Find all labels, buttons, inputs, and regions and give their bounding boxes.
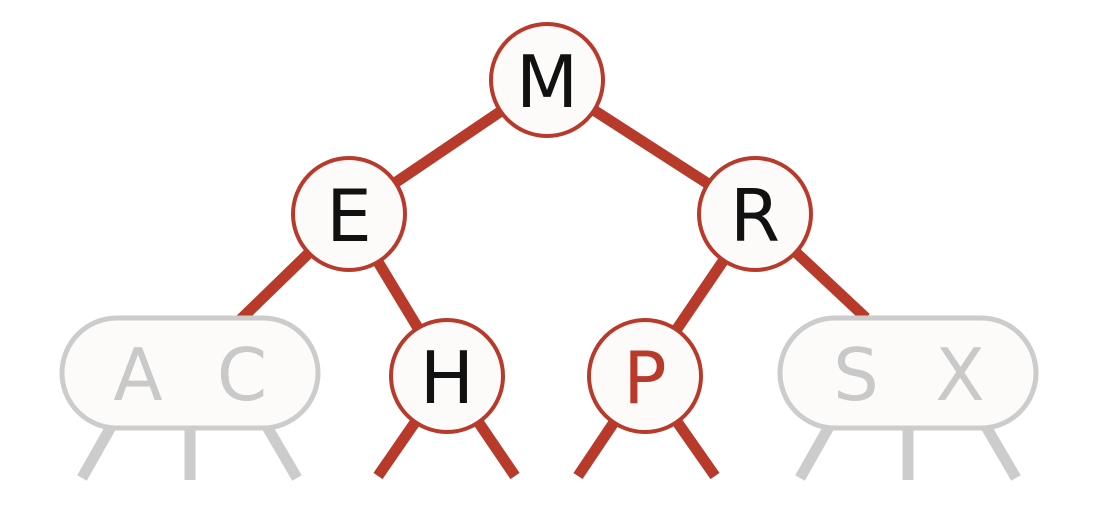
node-r-label: R — [730, 174, 780, 258]
null-link-sx-right — [980, 422, 1021, 481]
node-m-label: M — [516, 40, 578, 124]
null-link-ac-right — [261, 422, 302, 481]
node-e: E — [291, 156, 407, 272]
node-e-circle — [291, 156, 407, 272]
null-link-sx-left — [795, 422, 835, 481]
node-ac-label-left: A — [113, 333, 162, 417]
node-e-label: E — [326, 174, 372, 258]
red-links — [236, 75, 870, 480]
node-sx-label-right: X — [935, 333, 984, 417]
gray-null-links — [77, 422, 1021, 481]
node-sx-label-left: S — [833, 333, 879, 417]
node-p-circle — [587, 318, 703, 434]
node-m: M — [489, 22, 605, 138]
node-r: R — [697, 156, 813, 272]
node-h: H — [389, 318, 505, 434]
node-ac-pill — [59, 315, 321, 431]
node-sx: S X — [777, 315, 1039, 431]
node-p: P — [587, 318, 703, 434]
null-link-ac-left — [77, 422, 117, 481]
node-m-circle — [489, 22, 605, 138]
node-h-circle — [389, 318, 505, 434]
node-ac-label-right: C — [217, 333, 267, 417]
node-ac: A C — [59, 315, 321, 431]
node-h-label: H — [420, 336, 474, 420]
node-r-circle — [697, 156, 813, 272]
node-sx-pill — [777, 315, 1039, 431]
node-p-label: P — [623, 336, 666, 420]
